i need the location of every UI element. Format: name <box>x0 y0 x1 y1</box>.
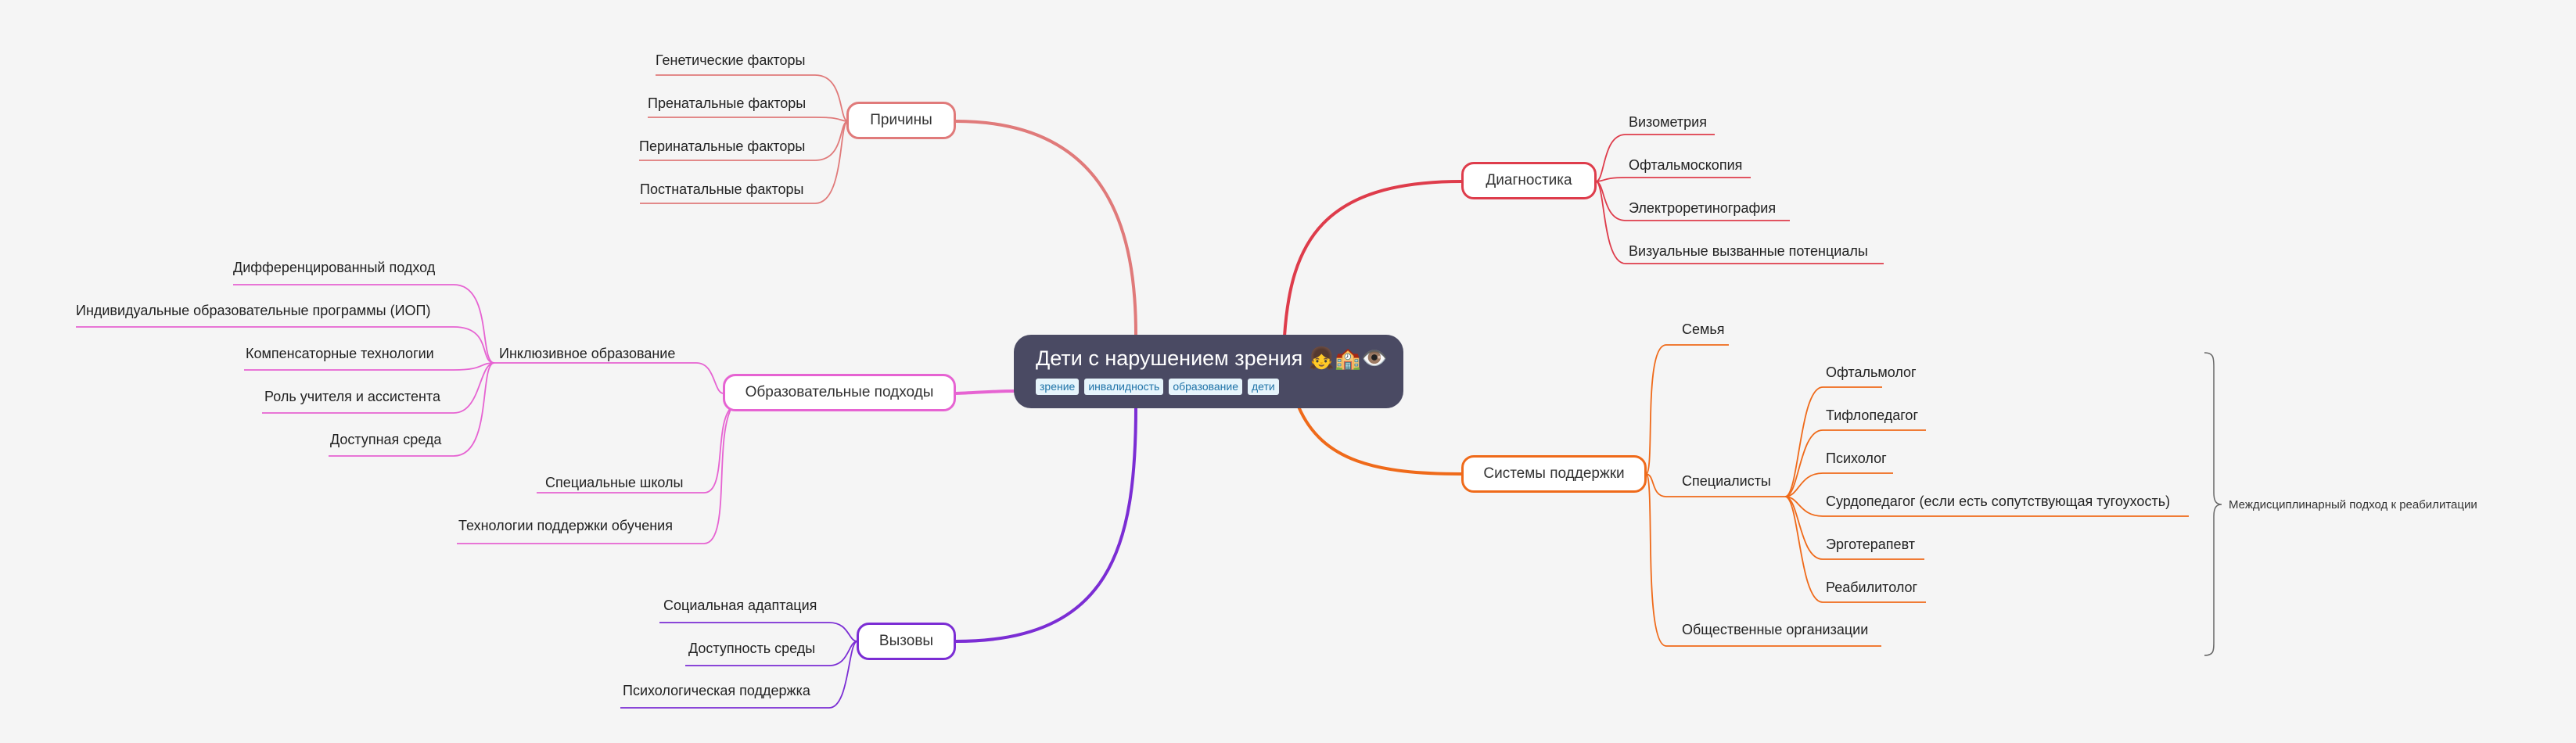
education-inclusive[interactable]: Инклюзивное образование <box>499 346 676 361</box>
support-specialists[interactable]: Специалисты <box>1682 473 1771 489</box>
diagnostics-item[interactable]: Офтальмоскопия <box>1629 157 1743 173</box>
causes-item[interactable]: Постнатальные факторы <box>640 181 804 197</box>
challenges-item[interactable]: Психологическая поддержка <box>623 683 810 698</box>
branch-support[interactable]: Системы поддержки <box>1461 455 1647 493</box>
branch-diagnostics[interactable]: Диагностика <box>1461 162 1597 199</box>
support-family[interactable]: Семья <box>1682 321 1725 337</box>
challenges-item[interactable]: Доступность среды <box>688 641 816 656</box>
education-item[interactable]: Специальные школы <box>545 475 684 490</box>
connector-root-challenges <box>955 406 1137 643</box>
challenges-item[interactable]: Социальная адаптация <box>663 598 817 613</box>
specialist-item[interactable]: Сурдопедагог (если есть сопутствующая ту… <box>1826 494 2171 509</box>
tag[interactable]: образование <box>1169 379 1243 395</box>
challenges-connectors <box>620 622 858 709</box>
tag[interactable]: зрение <box>1036 379 1080 395</box>
branch-education[interactable]: Образовательные подходы <box>723 374 956 411</box>
specialist-item[interactable]: Эрготерапевт <box>1826 537 1915 552</box>
diagnostics-connectors <box>1595 134 1884 264</box>
inclusive-item[interactable]: Компенсаторные технологии <box>246 346 434 361</box>
education-connectors <box>76 284 733 544</box>
connector-root-support <box>1297 406 1462 476</box>
inclusive-item[interactable]: Дифференцированный подход <box>233 260 436 275</box>
central-topic[interactable]: Дети с нарушением зрения 👧🏫👁️ зрение инв… <box>1014 335 1403 408</box>
inclusive-item[interactable]: Роль учителя и ассистента <box>264 389 441 404</box>
support-organizations[interactable]: Общественные организации <box>1682 622 1869 637</box>
connector-root-diagnostics <box>1283 180 1462 337</box>
tag[interactable]: инвалидность <box>1084 379 1164 395</box>
connector-root-education <box>955 389 1018 395</box>
inclusive-item[interactable]: Индивидуальные образовательные программы… <box>76 303 431 318</box>
label-tags: зрение инвалидность образование дети <box>1036 379 1381 395</box>
causes-item[interactable]: Генетические факторы <box>656 52 806 68</box>
support-connectors <box>1645 344 2189 647</box>
diagnostics-item[interactable]: Визуальные вызванные потенциалы <box>1629 243 1868 259</box>
diagnostics-item[interactable]: Визометрия <box>1629 114 1707 130</box>
education-item[interactable]: Технологии поддержки обучения <box>458 518 673 533</box>
inclusive-item[interactable]: Доступная среда <box>330 432 442 447</box>
central-topic-title: Дети с нарушением зрения 👧🏫👁️ <box>1036 346 1388 370</box>
branch-causes[interactable]: Причины <box>846 102 956 139</box>
branch-challenges[interactable]: Вызовы <box>857 623 956 660</box>
specialist-item[interactable]: Тифлопедагог <box>1826 407 1919 423</box>
causes-connectors <box>639 74 849 204</box>
tag[interactable]: дети <box>1248 379 1279 395</box>
specialist-item[interactable]: Реабилитолог <box>1826 580 1918 595</box>
specialist-item[interactable]: Офтальмолог <box>1826 364 1917 380</box>
summary-brace <box>2204 352 2222 656</box>
summary-label[interactable]: Междисциплинарный подход к реабилитации <box>2229 498 2477 511</box>
causes-item[interactable]: Пренатальные факторы <box>648 95 807 111</box>
connector-root-causes <box>955 120 1137 336</box>
diagnostics-item[interactable]: Электроретинография <box>1629 200 1777 216</box>
specialist-item[interactable]: Психолог <box>1826 450 1887 466</box>
causes-item[interactable]: Перинатальные факторы <box>639 138 806 154</box>
